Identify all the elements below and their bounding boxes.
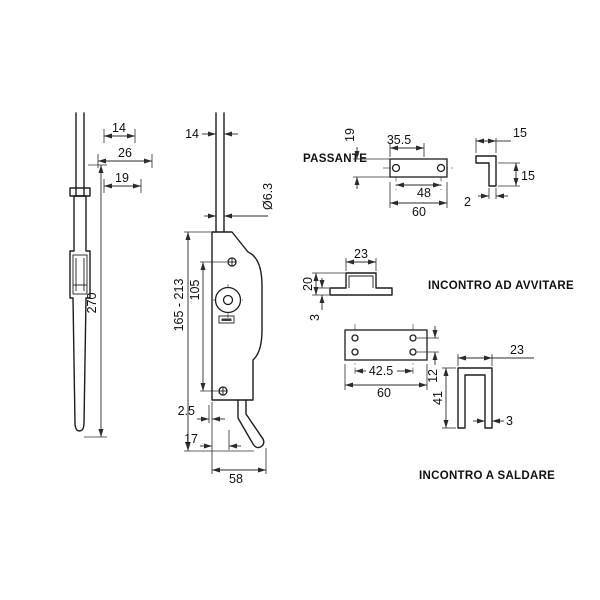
dim-saldare-41: 41: [431, 391, 445, 405]
dim-avvitare-12: 12: [426, 369, 440, 383]
dim-rod-diameter: Ø6.3: [261, 183, 275, 210]
side-view-dimensions: 14 26 19 270: [84, 121, 153, 438]
side-lock-case: [72, 254, 88, 295]
dim-passante-48: 48: [417, 186, 431, 200]
dim-front-2-5: 2.5: [178, 404, 195, 418]
avvitare-hole-1: [351, 334, 359, 342]
passante-section: PASSANTE 19 35.5 48: [303, 126, 535, 219]
passante-hole-left: [391, 163, 401, 173]
dim-passante-2: 2: [464, 195, 471, 209]
avvitare-label: INCONTRO AD AVVITARE: [428, 280, 574, 292]
lock-case: [211, 231, 263, 401]
side-bracket: [69, 187, 91, 197]
dim-side-270: 270: [85, 293, 99, 314]
dim-saldare-23: 23: [510, 343, 524, 357]
dim-passante-35-5: 35.5: [387, 133, 411, 147]
avvitare-hole-2: [351, 348, 359, 356]
avvitare-hole-3: [409, 334, 417, 342]
passante-plate-outline: [389, 158, 448, 178]
saldare-dimensions: 23 41 3: [431, 343, 534, 429]
dim-front-14: 14: [185, 127, 199, 141]
saldare-u-outline: [457, 367, 493, 429]
dim-front-17: 17: [184, 432, 198, 446]
avvitare-section: INCONTRO AD AVVITARE 23 20 3: [301, 247, 574, 400]
side-view-outline: [69, 112, 91, 432]
front-view: 14 Ø6.3 165 - 213 105 2.5 17: [172, 112, 275, 486]
dim-avvitare-42-5: 42.5: [369, 364, 393, 378]
side-handle-body: [69, 195, 91, 432]
dim-side-26: 26: [118, 146, 132, 160]
front-view-dimensions: 14 Ø6.3 165 - 213 105 2.5 17: [172, 127, 275, 486]
dim-side-19: 19: [115, 171, 129, 185]
side-view: 14 26 19 270: [69, 112, 153, 438]
avvitare-bridge-dimensions: 23 20 3: [301, 247, 377, 321]
dim-front-58: 58: [229, 472, 243, 486]
passante-angle-outline: [475, 155, 497, 187]
passante-label: PASSANTE: [303, 153, 367, 165]
dim-front-105: 105: [188, 280, 202, 301]
dim-adjust-range: 165 - 213: [172, 279, 186, 332]
passante-plate: [383, 158, 454, 190]
avvitare-hole-4: [409, 348, 417, 356]
dim-passante-60: 60: [412, 205, 426, 219]
passante-hole-right: [436, 163, 446, 173]
avvitare-plate-outline: [344, 329, 428, 361]
saldare-label: INCONTRO A SALDARE: [419, 470, 555, 482]
latch-hook: [237, 399, 265, 449]
dim-passante-19: 19: [343, 128, 357, 142]
dim-passante-15-side: 15: [521, 169, 535, 183]
dim-side-14: 14: [112, 121, 126, 135]
hub-spindle-hole: [222, 294, 234, 306]
dim-avvitare-3: 3: [308, 314, 322, 321]
dim-passante-15-top: 15: [513, 126, 527, 140]
dim-avvitare-60: 60: [377, 386, 391, 400]
avvitare-bridge-outline: [329, 272, 393, 296]
dim-saldare-3: 3: [506, 414, 513, 428]
avvitare-plate-dimensions: 42.5 60 12: [344, 326, 440, 400]
saldare-section: INCONTRO A SALDARE 23 41 3: [419, 343, 555, 482]
avvitare-plate: [344, 324, 428, 374]
brand-stamp: [218, 315, 235, 324]
dim-avvitare-23: 23: [354, 247, 368, 261]
avvitare-bridge: [329, 272, 393, 296]
passante-side-profile: 15 15 2: [464, 126, 535, 209]
brand-stamp-mark: [221, 318, 232, 321]
dim-avvitare-20: 20: [301, 277, 315, 291]
front-view-outline: [211, 112, 265, 449]
passante-dimensions: 19 35.5 48 60: [343, 128, 448, 219]
